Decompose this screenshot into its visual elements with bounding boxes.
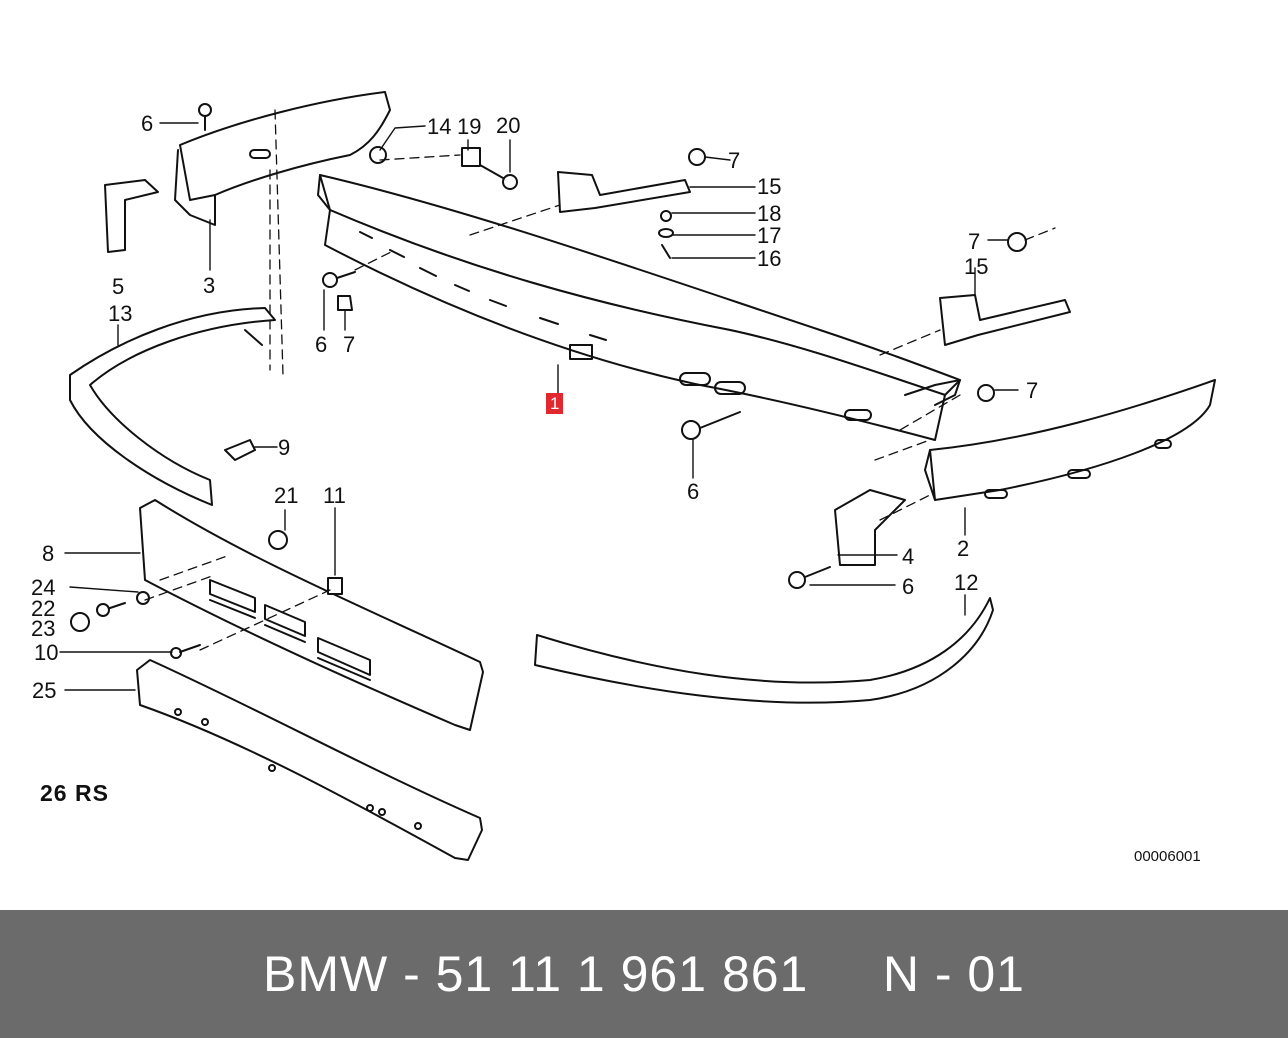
assembly-lines [144, 109, 1056, 651]
part-label-7a: 7 [343, 332, 356, 357]
part-label-18: 18 [757, 201, 782, 226]
part-label-15a: 15 [757, 174, 782, 199]
bracket-part-4 [834, 489, 906, 566]
left-corner-part [174, 91, 391, 226]
part-label-8: 8 [42, 541, 55, 566]
part-label-5: 5 [112, 274, 125, 299]
part-label-12: 12 [954, 570, 979, 595]
part-label-10: 10 [34, 640, 59, 665]
parts-diagram: 1 2 3 4 5 6 6 6 6 7 7 7 7 8 9 10 11 12 1… [31, 91, 1216, 865]
part-label-22: 22 [31, 596, 56, 621]
bracket-15a-part [557, 171, 691, 213]
part-label-23: 23 [31, 616, 56, 641]
part-label-15b: 15 [964, 254, 989, 279]
part-label-13: 13 [108, 301, 133, 326]
right-corner-part [924, 379, 1216, 501]
part-number-text: BMW - 51 11 1 961 861 N - 01 [263, 946, 1025, 1002]
part-label-25: 25 [32, 678, 57, 703]
part-label-17: 17 [757, 223, 782, 248]
part-label-19: 19 [457, 114, 482, 139]
part-label-9: 9 [278, 435, 291, 460]
part-label-6a: 6 [141, 111, 154, 136]
leader-lines [59, 122, 1019, 691]
part-label-6c: 6 [687, 479, 700, 504]
rs-note: 26 RS [40, 780, 109, 806]
part-label-3: 3 [203, 273, 216, 298]
reference-code: 00006001 [1134, 848, 1201, 865]
part-label-11: 11 [323, 483, 346, 508]
lower-panel-part [136, 659, 483, 861]
part-number-footer: BMW - 51 11 1 961 861 N - 01 [0, 910, 1288, 1038]
part-label-20: 20 [496, 113, 521, 138]
grille-panel-part [139, 499, 484, 731]
part-label-21: 21 [274, 483, 299, 508]
part-label-4: 4 [902, 544, 915, 569]
bumper-carrier-part [317, 174, 961, 441]
part-label-1: 1 [546, 393, 564, 414]
part-label-24: 24 [31, 575, 56, 600]
left-moulding-part [69, 307, 276, 506]
part-label-6d: 6 [902, 574, 915, 599]
part-label-16: 16 [757, 246, 782, 271]
bracket-15b-part [939, 294, 1071, 346]
part-label-7b: 7 [728, 148, 741, 173]
diagram-drawing [59, 91, 1216, 861]
part-label-7d: 7 [1026, 378, 1039, 403]
fasteners [70, 103, 1027, 659]
bracket-part-5 [104, 179, 159, 253]
part-label-7c: 7 [968, 229, 981, 254]
part-label-6b: 6 [315, 332, 328, 357]
part-label-2: 2 [957, 536, 970, 561]
part-label-14: 14 [427, 114, 452, 139]
lower-trim-part [534, 597, 994, 704]
